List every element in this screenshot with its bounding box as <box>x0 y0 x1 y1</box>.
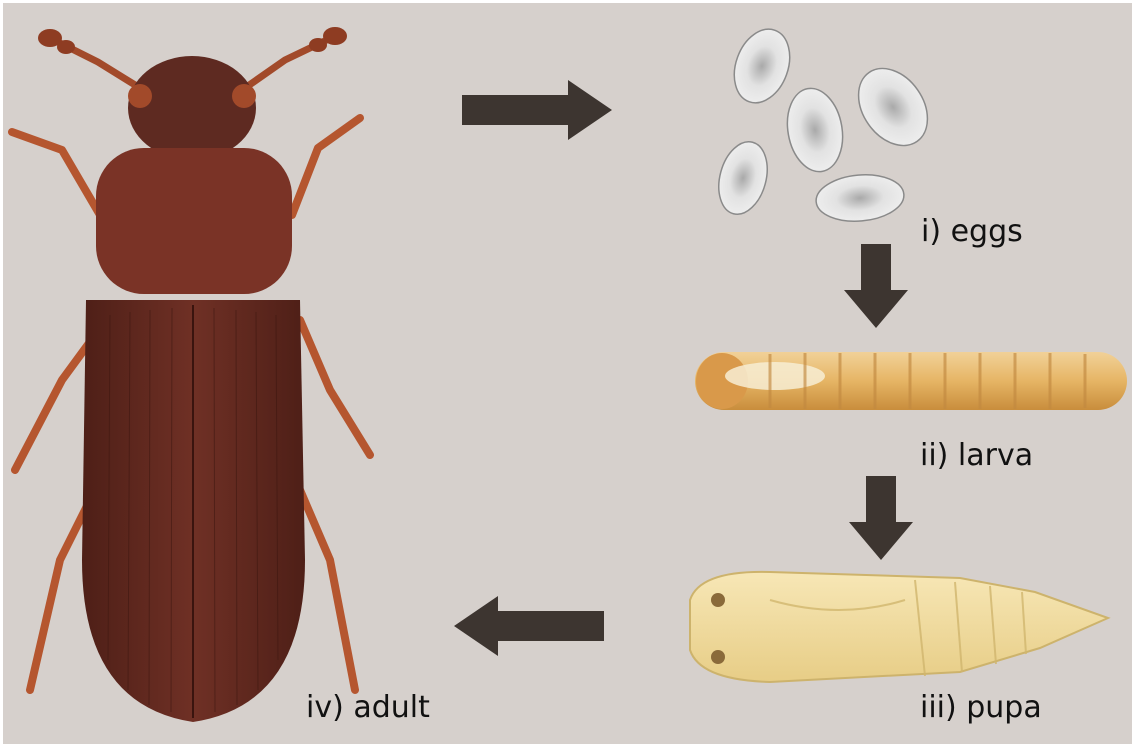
beetle-pronotum <box>96 148 292 294</box>
larva-illustration <box>695 352 1127 410</box>
pupa-body <box>690 572 1108 682</box>
beetle-eye-right <box>232 84 256 108</box>
egg <box>844 55 941 158</box>
label-larva: ii) larva <box>920 438 1033 473</box>
beetle-head <box>128 56 256 160</box>
egg <box>814 171 906 224</box>
adult-beetle-illustration <box>12 27 370 722</box>
egg <box>711 136 775 219</box>
eggs-illustration <box>711 21 941 224</box>
egg <box>781 84 849 176</box>
pupa-illustration <box>690 572 1108 682</box>
arrow-right-icon <box>462 80 612 140</box>
label-adult: iv) adult <box>306 690 430 725</box>
larva-highlight <box>725 362 825 390</box>
label-pupa: iii) pupa <box>920 690 1042 725</box>
arrow-down-icon <box>849 476 913 560</box>
arrow-left-icon <box>454 596 604 656</box>
egg <box>725 21 800 110</box>
label-eggs: i) eggs <box>921 214 1023 249</box>
pupa-eye-spot <box>711 650 725 664</box>
beetle-eye-left <box>128 84 152 108</box>
pupa-eye-spot <box>711 593 725 607</box>
arrow-down-icon <box>844 244 908 328</box>
